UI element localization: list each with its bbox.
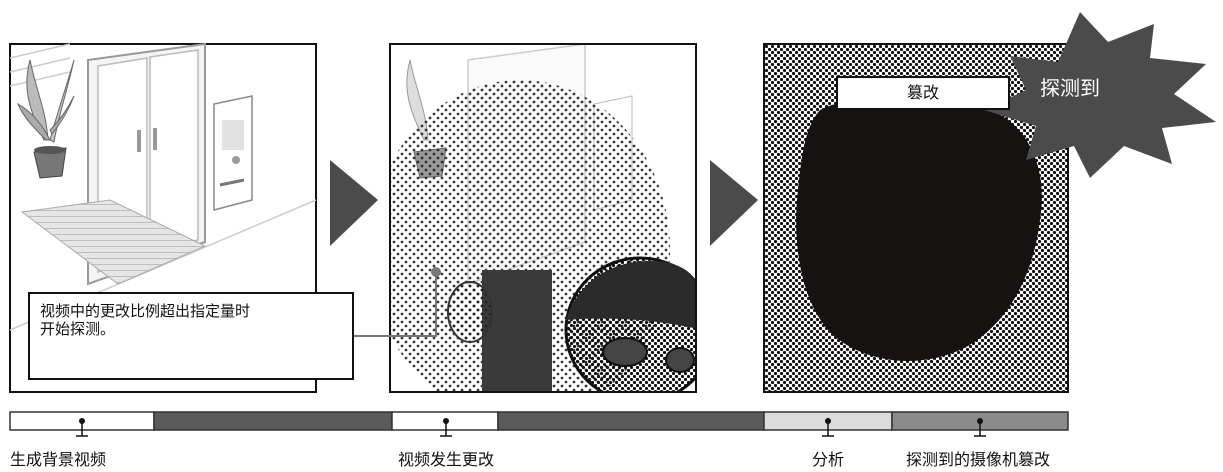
tamper-label: 篡改 [836, 76, 1010, 110]
callout-line-2: 开始探测。 [40, 320, 116, 338]
timeline-label-background: 生成背景视频 [10, 450, 107, 469]
doormat-icon [20, 199, 207, 285]
callout-box: 视频中的更改比例超出指定量时 开始探测。 [28, 292, 354, 380]
callout-line-1: 视频中的更改比例超出指定量时 [40, 302, 251, 320]
plant-icon [16, 59, 75, 179]
timeline-label-detected: 探测到的摄像机篡改 [906, 450, 1051, 469]
detected-burst-label: 探测到 [1040, 76, 1100, 100]
intruder-figure [447, 256, 695, 391]
step-arrow-icon [330, 160, 378, 246]
tamper-blob [796, 95, 1042, 361]
poster-icon [213, 95, 253, 211]
callout-anchor-dot [431, 267, 441, 277]
step-arrow-icon [710, 160, 758, 246]
detected-burst-icon [984, 12, 1216, 178]
timeline-label-change: 视频发生更改 [398, 450, 495, 469]
panel-background-scene [9, 42, 317, 393]
callout-connector [354, 276, 437, 337]
timeline [9, 411, 1069, 437]
panel-video-change [389, 43, 697, 393]
timeline-label-analysis: 分析 [812, 450, 845, 469]
